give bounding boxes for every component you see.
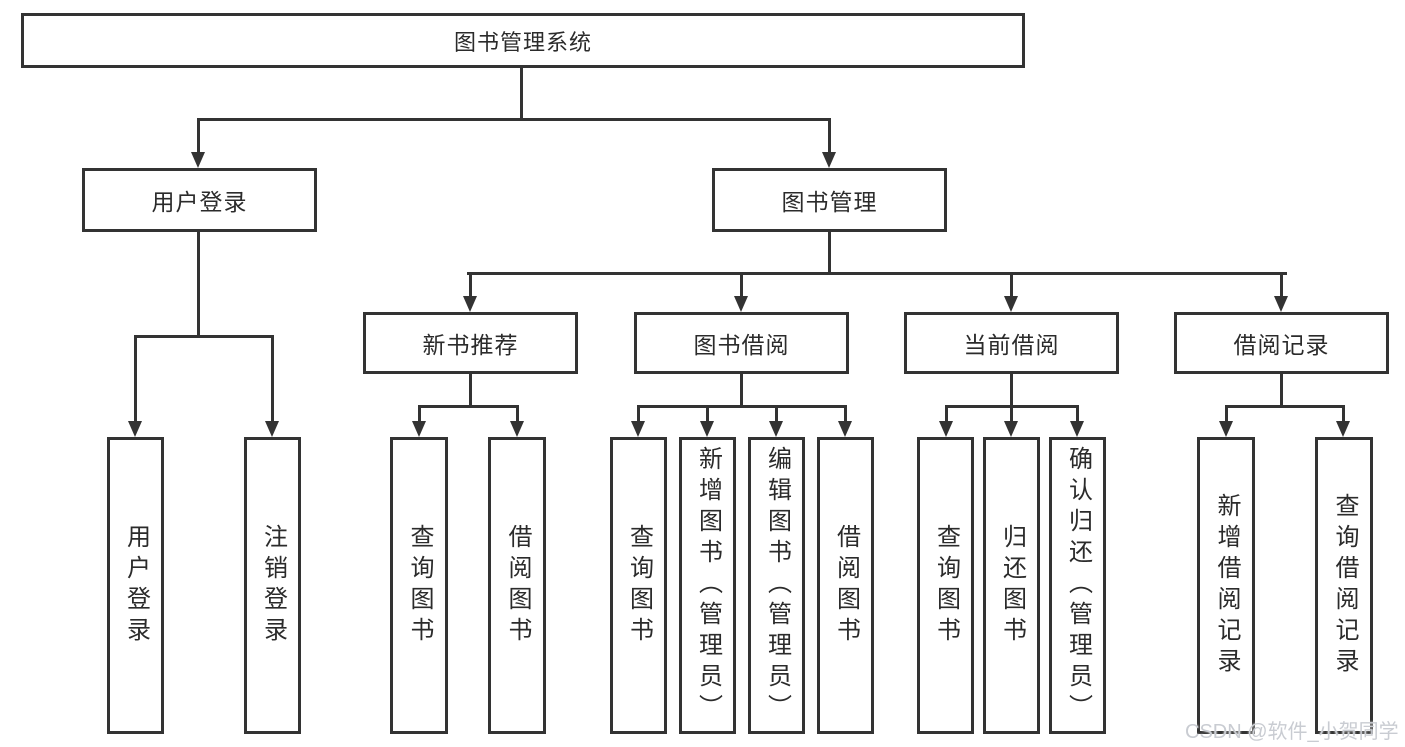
leaf-logout-label: 注销登录 <box>259 523 287 648</box>
leaf-borrow-books-1-label: 借阅图书 <box>504 523 531 648</box>
connector-root-drop <box>520 68 523 120</box>
connector-current-stub-2 <box>1010 405 1013 423</box>
leaf-borrow-books-2-label: 借阅图书 <box>832 523 860 648</box>
leaf-borrow-books-2: 借阅图书 <box>817 437 874 734</box>
connector-records-rail <box>1225 405 1345 408</box>
node-user-login-label: 用户登录 <box>151 189 248 215</box>
connector-records-drop <box>1280 374 1283 405</box>
connector-borrow-stub-4 <box>844 405 847 423</box>
leaf-query-books-1-label: 查询图书 <box>406 523 433 648</box>
leaf-add-borrow-record: 新增借阅记录 <box>1197 437 1255 734</box>
node-current-borrow-label: 当前借阅 <box>963 332 1060 358</box>
node-borrow-records: 借阅记录 <box>1174 312 1389 374</box>
connector-bookmgmt-stub-3 <box>1010 272 1013 298</box>
leaf-query-borrow-record-label: 查询借阅记录 <box>1331 492 1358 679</box>
node-new-book-recommend-label: 新书推荐 <box>422 332 519 358</box>
connector-bookmgmt-stub-1 <box>469 272 472 298</box>
node-book-borrow: 图书借阅 <box>634 312 849 374</box>
leaf-borrow-books-1: 借阅图书 <box>488 437 546 734</box>
arrow-down-icon <box>510 421 524 437</box>
arrow-down-icon <box>700 421 714 437</box>
arrow-down-icon <box>1004 421 1018 437</box>
node-new-book-recommend: 新书推荐 <box>363 312 578 374</box>
connector-current-stub-3 <box>1076 405 1079 423</box>
node-book-management-label: 图书管理 <box>781 189 878 215</box>
node-root: 图书管理系统 <box>21 13 1025 68</box>
connector-records-stub-1 <box>1225 405 1228 423</box>
leaf-edit-book-admin-label: 编辑图书（管理员） <box>763 446 791 725</box>
leaf-query-books-3-label: 查询图书 <box>932 523 960 648</box>
leaf-logout: 注销登录 <box>244 437 301 734</box>
arrow-down-icon <box>265 421 279 437</box>
arrow-down-icon <box>1070 421 1084 437</box>
node-book-borrow-label: 图书借阅 <box>693 332 790 358</box>
arrow-down-icon <box>822 152 836 168</box>
arrow-down-icon <box>128 421 142 437</box>
leaf-query-books-2-label: 查询图书 <box>625 523 653 648</box>
connector-recommend-rail <box>418 405 519 408</box>
leaf-return-book-label: 归还图书 <box>998 523 1026 648</box>
leaf-query-borrow-record: 查询借阅记录 <box>1315 437 1373 734</box>
connector-current-drop <box>1010 374 1013 405</box>
connector-userlogin-rail <box>134 335 274 338</box>
connector-bookmgmt-stub-2 <box>740 272 743 298</box>
arrow-down-icon <box>1336 421 1350 437</box>
arrow-down-icon <box>631 421 645 437</box>
arrow-down-icon <box>191 152 205 168</box>
connector-recommend-stub-2 <box>516 405 519 423</box>
node-root-label: 图书管理系统 <box>453 29 592 55</box>
connector-borrow-stub-1 <box>637 405 640 423</box>
arrow-down-icon <box>734 296 748 312</box>
leaf-confirm-return-admin: 确认归还（管理员） <box>1049 437 1106 734</box>
arrow-down-icon <box>1219 421 1233 437</box>
node-current-borrow: 当前借阅 <box>904 312 1119 374</box>
connector-borrow-rail <box>637 405 847 408</box>
connector-recommend-stub-1 <box>418 405 421 423</box>
arrow-down-icon <box>939 421 953 437</box>
connector-userlogin-drop <box>197 232 200 337</box>
leaf-return-book: 归还图书 <box>983 437 1040 734</box>
connector-bookmgmt-drop <box>828 232 831 272</box>
connector-borrow-stub-2 <box>706 405 709 423</box>
leaf-query-books-2: 查询图书 <box>610 437 667 734</box>
arrow-down-icon <box>838 421 852 437</box>
connector-current-stub-1 <box>945 405 948 423</box>
leaf-edit-book-admin: 编辑图书（管理员） <box>748 437 805 734</box>
arrow-down-icon <box>769 421 783 437</box>
connector-userlogin-stub-2 <box>271 335 274 423</box>
arrow-down-icon <box>412 421 426 437</box>
leaf-user-login: 用户登录 <box>107 437 164 734</box>
connector-borrow-drop <box>740 374 743 405</box>
arrow-down-icon <box>1274 296 1288 312</box>
connector-bookmgmt-stub-4 <box>1280 272 1283 298</box>
leaf-user-login-label: 用户登录 <box>122 523 150 648</box>
leaf-query-books-3: 查询图书 <box>917 437 974 734</box>
node-book-management: 图书管理 <box>712 168 947 232</box>
connector-root-stub-left <box>197 118 200 154</box>
connector-root-stub-right <box>828 118 831 154</box>
connector-records-stub-2 <box>1342 405 1345 423</box>
connector-userlogin-stub-1 <box>134 335 137 423</box>
connector-borrow-stub-3 <box>775 405 778 423</box>
node-user-login: 用户登录 <box>82 168 317 232</box>
leaf-add-borrow-record-label: 新增借阅记录 <box>1213 492 1240 679</box>
watermark: CSDN @软件_小贺同学 <box>1185 721 1399 743</box>
leaf-add-book-admin-label: 新增图书（管理员） <box>694 446 722 725</box>
node-borrow-records-label: 借阅记录 <box>1233 332 1330 358</box>
connector-recommend-drop <box>469 374 472 405</box>
connector-bookmgmt-rail <box>467 272 1287 275</box>
leaf-add-book-admin: 新增图书（管理员） <box>679 437 736 734</box>
arrow-down-icon <box>463 296 477 312</box>
leaf-query-books-1: 查询图书 <box>390 437 448 734</box>
leaf-confirm-return-admin-label: 确认归还（管理员） <box>1064 446 1092 725</box>
arrow-down-icon <box>1004 296 1018 312</box>
connector-root-rail <box>197 118 831 121</box>
